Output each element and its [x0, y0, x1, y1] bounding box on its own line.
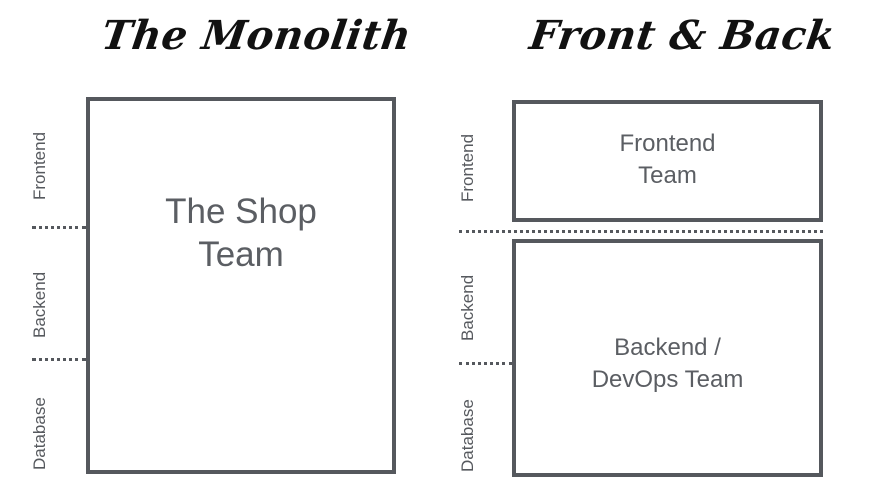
- backend-devops-team-box: Backend / DevOps Team: [512, 239, 823, 477]
- shop-team-label-line1: The Shop: [165, 192, 317, 231]
- monolith-title: The Monolith: [98, 12, 415, 59]
- frontback-layer-backend: Backend: [458, 274, 477, 341]
- monolith-divider-frontend-backend: [32, 226, 86, 229]
- monolith-layer-database: Database: [30, 397, 49, 470]
- frontback-divider-frontend-backend: [459, 230, 823, 233]
- frontend-team-label-line1: Frontend: [619, 130, 716, 157]
- shop-team-label-line2: Team: [198, 235, 284, 274]
- monolith-layer-frontend: Frontend: [30, 131, 49, 200]
- backend-team-label-line1: Backend /: [614, 334, 721, 361]
- front-back-title: Front & Back: [526, 12, 839, 59]
- shop-team-box: The Shop Team: [86, 97, 396, 474]
- frontback-divider-backend-database: [459, 362, 512, 365]
- frontend-team-label-line2: Team: [638, 162, 697, 189]
- frontback-layer-frontend: Frontend: [458, 133, 477, 202]
- frontend-team-box: Frontend Team: [512, 100, 823, 222]
- frontback-layer-database: Database: [458, 399, 477, 472]
- monolith-divider-backend-database: [32, 358, 86, 361]
- backend-team-label-line2: DevOps Team: [591, 366, 744, 393]
- monolith-layer-backend: Backend: [30, 271, 49, 338]
